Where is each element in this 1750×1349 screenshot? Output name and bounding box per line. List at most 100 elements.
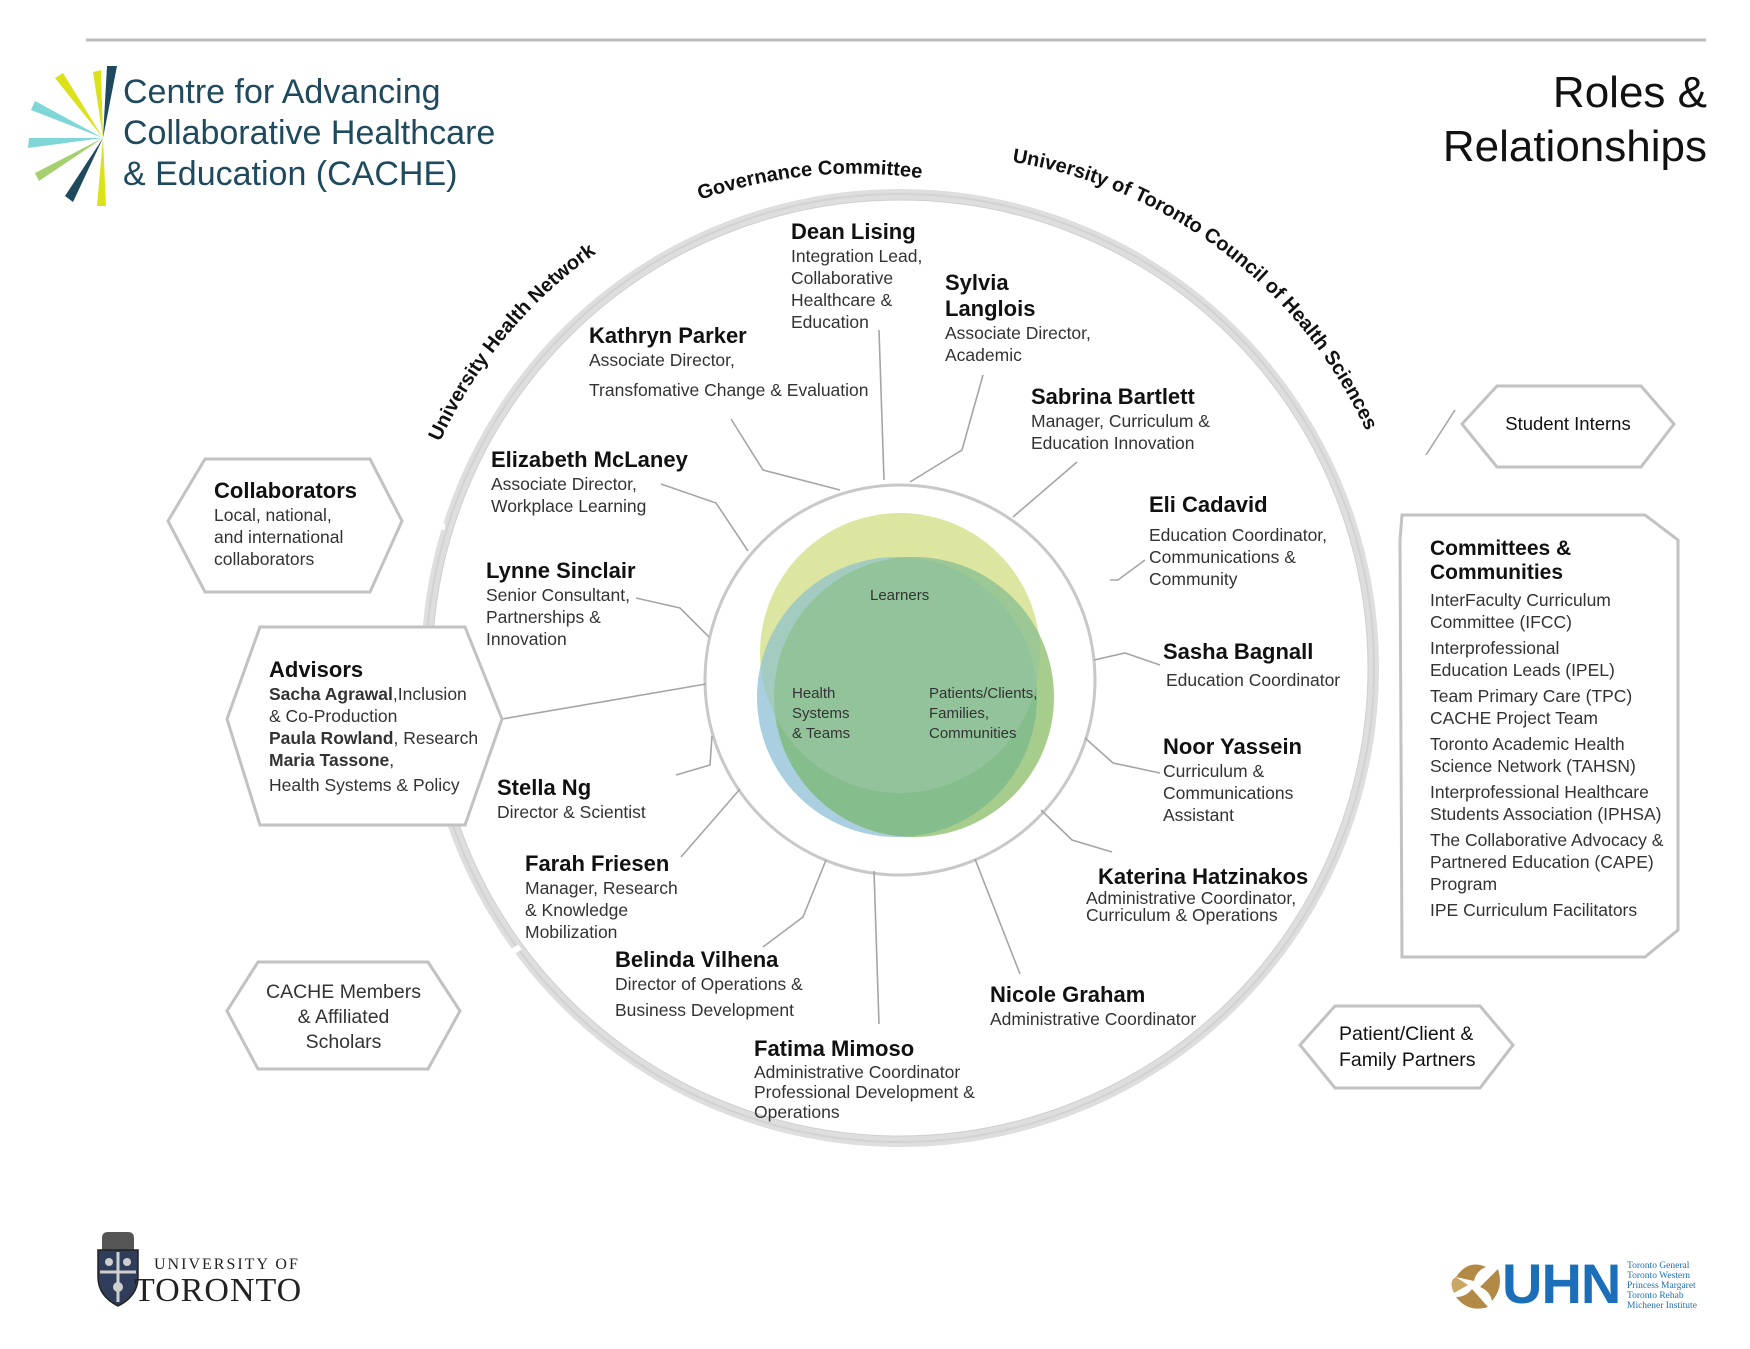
- ring-gap-patients: [1234, 1011, 1300, 1056]
- committees-title: Communities: [1430, 561, 1564, 584]
- student-interns-box: Student Interns: [1462, 413, 1674, 435]
- person-role: & Knowledge: [525, 900, 629, 920]
- person-sylvia-langlois: Sylvia Langlois Associate Director, Acad…: [945, 270, 1091, 366]
- person-role: Education Coordinator: [1166, 670, 1341, 690]
- venn-label-patients-3: Communities: [929, 725, 1017, 742]
- advisors-box: Advisors Sacha Agrawal,Inclusion & Co-Pr…: [269, 657, 478, 796]
- committee-text: Team Primary Care (TPC): [1430, 686, 1633, 706]
- person-role: Manager, Curriculum &: [1031, 411, 1210, 431]
- person-role: Curriculum & Operations: [1086, 905, 1278, 925]
- venn-label-health-1: Health: [792, 685, 836, 702]
- person-role: Education: [791, 312, 869, 332]
- person-role: Curriculum &: [1163, 761, 1265, 781]
- person-name: Nicole Graham: [990, 982, 1146, 1007]
- venn-label-health-2: Systems: [792, 705, 850, 722]
- person-name: Kathryn Parker: [589, 323, 747, 348]
- person-role: Communications: [1163, 783, 1294, 803]
- person-role: Mobilization: [525, 922, 618, 942]
- person-name: Sabrina Bartlett: [1031, 384, 1195, 409]
- person-role: Academic: [945, 345, 1022, 365]
- person-role: Community: [1149, 569, 1238, 589]
- person-farah-friesen: Farah Friesen Manager, Research & Knowle…: [525, 851, 678, 943]
- patient-partners-text: Family Partners: [1339, 1049, 1476, 1071]
- committee-item: Interprofessional Education Leads (IPEL): [1430, 637, 1663, 681]
- advisor-name: Maria Tassone: [269, 750, 390, 770]
- hex-patient-partners: [1298, 1004, 1515, 1090]
- uhn-site: Toronto Rehab: [1627, 1291, 1684, 1301]
- cache-members-text: Scholars: [305, 1031, 382, 1053]
- committee-text: InterFaculty Curriculum: [1430, 590, 1611, 610]
- committee-text: CACHE Project Team: [1430, 708, 1598, 728]
- cache-members-text: & Affiliated: [297, 1006, 390, 1028]
- person-sabrina-bartlett: Sabrina Bartlett Manager, Curriculum & E…: [1031, 384, 1210, 454]
- uoft-logo-line1: UNIVERSITY OF: [154, 1256, 300, 1273]
- org-name-line2: Collaborative Healthcare: [123, 114, 496, 152]
- person-nicole-graham: Nicole Graham Administrative Coordinator: [990, 982, 1196, 1030]
- person-name: Katerina Hatzinakos: [1098, 864, 1309, 889]
- person-name: Noor Yassein: [1163, 734, 1302, 759]
- uhn-site: Toronto Western: [1627, 1271, 1691, 1281]
- cache-members-box: CACHE Members & Affiliated Scholars: [227, 980, 460, 1055]
- person-fatima-mimoso: Fatima Mimoso Administrative Coordinator…: [754, 1036, 975, 1122]
- person-kathryn-parker: Kathryn Parker Associate Director, Trans…: [589, 323, 869, 401]
- person-role: Director & Scientist: [497, 802, 646, 822]
- hex-advisors: [225, 625, 504, 827]
- person-name: Elizabeth McLaney: [491, 447, 688, 472]
- person-role: Education Innovation: [1031, 433, 1195, 453]
- committee-text: Interprofessional: [1430, 638, 1560, 658]
- committees-title: Committees &: [1430, 537, 1572, 560]
- person-lynne-sinclair: Lynne Sinclair Senior Consultant, Partne…: [486, 558, 636, 650]
- committee-text: Toronto Academic Health: [1430, 734, 1625, 754]
- committee-text: Partnered Education (CAPE): [1430, 852, 1654, 872]
- collaborators-text: Local, national,: [214, 505, 332, 525]
- person-name: Dean Lising: [791, 219, 916, 244]
- advisor-name: Paula Rowland: [269, 728, 394, 748]
- advisor-role: ,Inclusion: [392, 684, 467, 704]
- advisor-role: ,: [389, 750, 395, 770]
- person-role: Administrative Coordinator,: [1086, 888, 1297, 908]
- venn-diagram: [757, 513, 1054, 837]
- venn-label-health-3: & Teams: [792, 725, 851, 742]
- collaborators-text: collaborators: [214, 549, 315, 569]
- patient-partners-text: Patient/Client &: [1339, 1023, 1474, 1045]
- person-role: Education Coordinator,: [1149, 525, 1328, 545]
- hex-collaborators: [166, 457, 404, 594]
- uhn-site: Toronto General: [1627, 1261, 1690, 1271]
- person-role: Operations: [754, 1102, 840, 1122]
- advisor-role: , Research: [393, 728, 479, 748]
- person-role: Business Development: [615, 1000, 794, 1020]
- hex-student-interns: [1460, 384, 1676, 469]
- person-eli-cadavid: Eli Cadavid Education Coordinator, Commu…: [1149, 492, 1327, 590]
- committee-item: InterFaculty Curriculum Committee (IFCC): [1430, 589, 1663, 633]
- person-name: Eli Cadavid: [1149, 492, 1268, 517]
- cache-members-text: CACHE Members: [266, 981, 421, 1003]
- person-stella-ng: Stella Ng Director & Scientist: [497, 775, 646, 823]
- committee-item: IPE Curriculum Facilitators: [1430, 899, 1663, 921]
- person-role: Healthcare &: [791, 290, 893, 310]
- committee-item: Team Primary Care (TPC) CACHE Project Te…: [1430, 685, 1663, 729]
- advisor-3-role: Health Systems & Policy: [269, 775, 460, 795]
- uoft-logo-line2: TORONTO: [134, 1272, 303, 1309]
- person-role: Administrative Coordinator: [754, 1062, 961, 1082]
- org-name-line3: & Education (CACHE): [123, 155, 458, 193]
- person-name: Langlois: [945, 296, 1036, 321]
- committee-text: Students Association (IPHSA): [1430, 804, 1662, 824]
- person-name: Lynne Sinclair: [486, 558, 636, 583]
- person-role: Director of Operations &: [615, 974, 803, 994]
- org-name-line1: Centre for Advancing: [123, 73, 441, 111]
- uhn-logo-text: UHN: [1502, 1252, 1621, 1315]
- patient-partners-box: Patient/Client & Family Partners: [1339, 1021, 1476, 1073]
- venn-label-learners: Learners: [870, 587, 930, 604]
- uhn-logo-icon: [1451, 1264, 1500, 1309]
- advisor-name: Sacha Agrawal: [269, 684, 393, 704]
- person-name: Fatima Mimoso: [754, 1036, 915, 1061]
- person-role: Administrative Coordinator: [990, 1009, 1197, 1029]
- uoft-crest-icon: [97, 1232, 139, 1307]
- person-dean-lising: Dean Lising Integration Lead, Collaborat…: [791, 219, 922, 333]
- cache-logo-icon: [28, 66, 117, 206]
- committees-box: Committees & Communities InterFaculty Cu…: [1430, 537, 1663, 921]
- ring-gap-committees: [1346, 837, 1398, 855]
- person-katerina-hatzinakos: Katerina Hatzinakos Administrative Coord…: [1086, 864, 1309, 924]
